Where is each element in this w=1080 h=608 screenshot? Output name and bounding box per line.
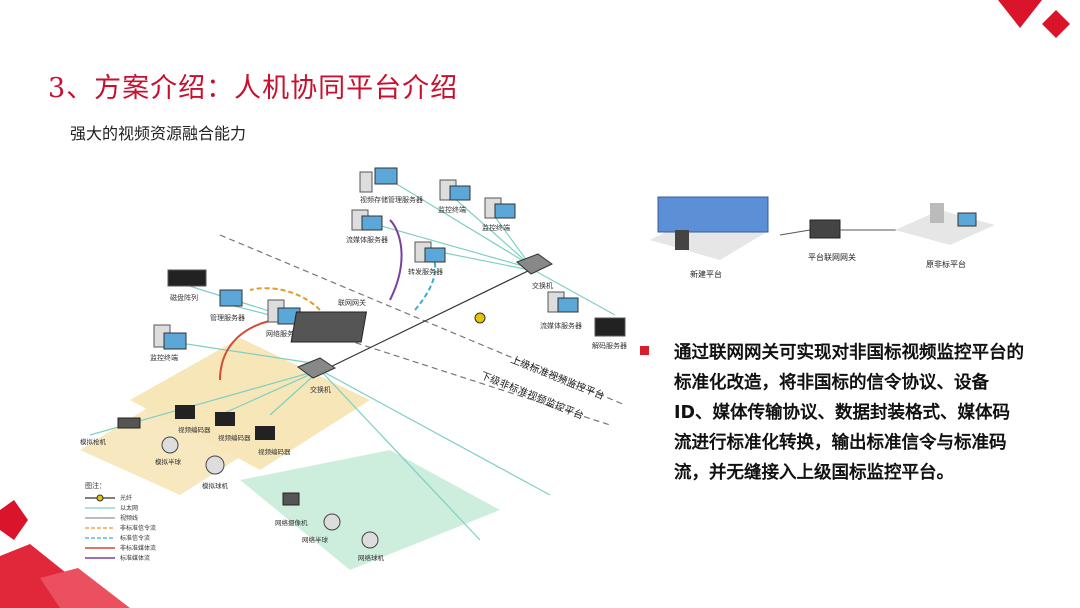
fiber-line xyxy=(319,269,531,373)
decoder-right-label: 解码服务器 xyxy=(592,341,627,350)
encoder-2-label: 视频编码器 xyxy=(218,433,251,442)
encoder-zone-area xyxy=(80,350,330,495)
page-subtitle: 强大的视频资源融合能力 xyxy=(70,124,247,143)
red-diamond-small xyxy=(1042,10,1070,38)
decoder-right-icon xyxy=(594,317,626,337)
bullet-marker-icon xyxy=(640,346,649,355)
pc-icon-forward xyxy=(414,241,446,263)
gateway-icon xyxy=(290,311,368,343)
server-rack-icon xyxy=(675,230,689,250)
top-server-1-label: 视频存储管理服务器 xyxy=(360,195,423,204)
encoder-2-icon xyxy=(215,412,235,426)
storage-device-icon xyxy=(167,269,207,287)
red-band-light xyxy=(40,568,130,608)
decorative-corner-bottom-left xyxy=(0,500,130,608)
fiber-node xyxy=(474,312,486,324)
pc-icon-top-2 xyxy=(439,179,471,201)
pc-icon-web xyxy=(267,299,301,325)
media-server-label: 流媒体服务器 xyxy=(540,321,582,330)
network-diagram: 视频存储管理服务器 监控终端 监控终端 流媒体服务器 转发服务器 交换机 磁盘阵… xyxy=(80,167,627,570)
orange-signal-flow xyxy=(249,287,321,311)
old-server-icon xyxy=(930,203,944,223)
diagram-legend: 图注： 光纤 以太网 视频线 非标准信令流 标准信令流 非标准媒体流 标准媒体流 xyxy=(85,481,156,562)
switch-top-icon xyxy=(516,253,553,275)
pc-icon-client xyxy=(153,324,187,350)
boundary-line-upper xyxy=(219,234,626,406)
pc-icon-media xyxy=(547,291,579,313)
pc-icon-nvr xyxy=(219,289,243,307)
ipc-zone-area xyxy=(240,450,500,570)
bullet-text: 通过联网网关可实现对非国标视频监控平台的标准化改造，将非国标的信令协议、设备ID… xyxy=(674,343,1024,483)
ipc-2-icon xyxy=(323,513,341,531)
old-platform-label: 原非标平台 xyxy=(926,259,966,269)
purple-media-flow xyxy=(389,219,403,301)
ipc-1-label: 网络摄像机 xyxy=(275,518,308,527)
pc-icon-top-1 xyxy=(359,167,398,193)
gateway-label: 联网网关 xyxy=(338,298,366,307)
switch-bottom-label: 交换机 xyxy=(310,385,331,394)
gateway-mini-icon xyxy=(809,219,841,239)
encoder-3-icon xyxy=(255,426,275,440)
decorative-corner-top-right xyxy=(998,0,1070,38)
camera-dome-2-label: 模拟球机 xyxy=(202,481,229,490)
red-diamond-left xyxy=(0,500,28,540)
old-platform-base xyxy=(895,210,995,245)
forward-server-label: 转发服务器 xyxy=(408,267,443,276)
stream-server-label: 流媒体服务器 xyxy=(346,235,388,244)
legend-item-4: 非标准信令流 xyxy=(120,524,156,532)
top-server-3-label: 监控终端 xyxy=(482,223,510,232)
nvr-mid-label: 管理服务器 xyxy=(210,313,245,322)
mini-link-left xyxy=(779,229,811,236)
ipc-3-icon xyxy=(361,531,379,549)
pc-icon-stream xyxy=(351,209,383,231)
pc-icon-top-3 xyxy=(484,197,516,219)
storage-device-label: 磁盘阵列 xyxy=(170,293,198,302)
camera-dome-2-icon xyxy=(205,455,225,475)
legend-item-7: 标准媒体流 xyxy=(120,554,150,562)
legend-title: 图注： xyxy=(85,481,106,490)
gateway-mini-label: 平台联网网关 xyxy=(808,252,856,262)
mini-diagram: 新建平台 平台联网网关 原非标平台 xyxy=(650,196,995,279)
old-pc-icon xyxy=(957,212,977,227)
encoder-1-label: 视频编码器 xyxy=(178,425,211,434)
legend-item-1: 光纤 xyxy=(120,494,132,502)
ipc-2-label: 网络半球 xyxy=(302,535,329,544)
legend-item-6: 非标准媒体流 xyxy=(120,544,156,552)
page-title: 3、方案介绍：人机协同平台介绍 xyxy=(48,73,459,104)
legend-item-3: 视频线 xyxy=(120,514,138,522)
legend-item-5: 标准信令流 xyxy=(120,534,150,542)
encoder-1-icon xyxy=(175,405,195,419)
camera-dome-1-label: 模拟半球 xyxy=(155,457,182,466)
encoder-3-label: 视频编码器 xyxy=(258,447,291,456)
ipc-1-icon xyxy=(282,492,300,506)
legend-item-2: 以太网 xyxy=(120,504,138,512)
switch-bottom-icon xyxy=(296,357,337,379)
video-wall-icon xyxy=(657,196,769,233)
switch-top-label: 交换机 xyxy=(532,281,553,290)
top-server-2-label: 监控终端 xyxy=(438,205,466,214)
camera-box-label: 模拟枪机 xyxy=(80,437,107,446)
new-platform-label: 新建平台 xyxy=(690,269,722,279)
camera-dome-1-icon xyxy=(161,436,179,454)
management-client-label: 监控终端 xyxy=(150,353,178,362)
web-server-label: 网络服务器 xyxy=(266,329,301,338)
camera-box-icon xyxy=(117,417,141,429)
ipc-3-label: 网络球机 xyxy=(358,553,385,562)
red-diamond-large xyxy=(998,0,1042,28)
